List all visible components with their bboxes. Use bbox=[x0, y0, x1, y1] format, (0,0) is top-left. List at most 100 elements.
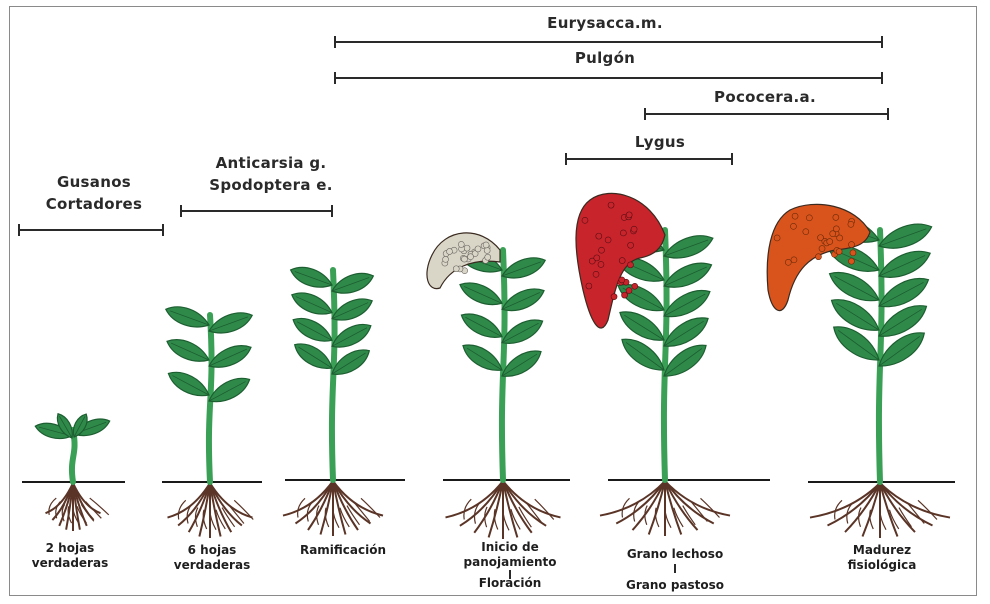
plant-ramificacion bbox=[283, 262, 383, 536]
stage-label-madurez: Madurez fisiológica bbox=[812, 543, 952, 573]
grain bbox=[605, 237, 611, 243]
grain bbox=[626, 212, 632, 218]
grain bbox=[632, 283, 638, 289]
grain bbox=[475, 246, 481, 252]
roots bbox=[600, 481, 730, 536]
grain bbox=[619, 258, 625, 264]
root-branch bbox=[859, 508, 861, 527]
pest-label-gusanos-line2: Cortadores bbox=[24, 193, 164, 215]
grain bbox=[848, 258, 854, 264]
range-bar-anticarsia bbox=[181, 205, 332, 217]
pest-label-lygus: Lygus bbox=[610, 131, 710, 153]
grain bbox=[837, 235, 843, 241]
stage-label-grano-pastoso: Grano pastoso bbox=[600, 578, 750, 593]
roots bbox=[283, 481, 383, 536]
stage-label-madurez-line2: fisiológica bbox=[812, 558, 952, 573]
pest-label-anticarsia: Anticarsia g. Spodoptera e. bbox=[176, 152, 366, 196]
root-strand bbox=[474, 481, 503, 533]
stage-label-2-hojas-line2: verdaderas bbox=[10, 556, 130, 571]
grain bbox=[611, 294, 617, 300]
pest-label-pococera: Pococera.a. bbox=[690, 86, 840, 108]
stage-divider-inicio bbox=[509, 570, 511, 579]
pest-label-eurysacca: Eurysacca.m. bbox=[505, 12, 705, 34]
grain bbox=[453, 266, 459, 272]
stage-label-ramificacion: Ramificación bbox=[278, 543, 408, 558]
grain bbox=[627, 262, 633, 268]
grain bbox=[622, 292, 628, 298]
grain bbox=[484, 247, 490, 253]
grain bbox=[815, 254, 821, 260]
grain bbox=[830, 231, 836, 237]
grain bbox=[792, 213, 798, 219]
grain bbox=[443, 256, 449, 262]
plant-6-hojas bbox=[163, 302, 255, 538]
pest-label-gusanos-line1: Gusanos bbox=[24, 171, 164, 193]
plant-grano bbox=[576, 193, 730, 536]
grain bbox=[833, 214, 839, 220]
grain bbox=[619, 277, 625, 283]
grain bbox=[850, 250, 856, 256]
grain bbox=[819, 246, 825, 252]
grain bbox=[620, 230, 626, 236]
stage-label-2-hojas: 2 hojas verdaderas bbox=[10, 541, 130, 571]
pest-label-gusanos: Gusanos Cortadores bbox=[24, 171, 164, 215]
grain bbox=[774, 235, 780, 241]
grain bbox=[461, 256, 467, 262]
grain bbox=[447, 248, 453, 254]
range-bar-lygus bbox=[566, 153, 732, 165]
grain bbox=[848, 221, 854, 227]
stage-label-6-hojas-line1: 6 hojas bbox=[152, 543, 272, 558]
grain bbox=[818, 235, 824, 241]
grain bbox=[468, 254, 474, 260]
range-bar-pococera bbox=[645, 108, 888, 120]
roots bbox=[810, 483, 950, 538]
range-bar-gusanos bbox=[19, 224, 163, 236]
grain bbox=[836, 249, 842, 255]
roots bbox=[446, 481, 561, 539]
plant-2-hojas bbox=[34, 411, 112, 531]
panicle-white bbox=[427, 233, 500, 289]
grain bbox=[464, 245, 470, 251]
stage-label-6-hojas: 6 hojas verdaderas bbox=[152, 543, 272, 573]
stage-label-inicio-line1: Inicio de bbox=[440, 540, 580, 555]
pest-label-anticarsia-line1: Anticarsia g. bbox=[176, 152, 366, 174]
stage-label-grano-lechoso: Grano lechoso bbox=[600, 547, 750, 562]
grain bbox=[596, 233, 602, 239]
stem bbox=[332, 270, 335, 480]
stage-label-ramificacion-line1: Ramificación bbox=[278, 543, 408, 558]
stage-label-inicio-line2: panojamiento bbox=[440, 555, 580, 570]
root-strand bbox=[189, 483, 210, 532]
grain bbox=[586, 283, 592, 289]
stem bbox=[502, 250, 505, 480]
grain bbox=[483, 242, 489, 248]
plant-madurez bbox=[767, 204, 950, 538]
grain bbox=[626, 288, 632, 294]
grain bbox=[790, 223, 796, 229]
root-branch bbox=[645, 506, 647, 525]
stem bbox=[664, 230, 667, 480]
stem bbox=[879, 230, 882, 482]
grain bbox=[785, 259, 791, 265]
grain bbox=[598, 261, 604, 267]
grain bbox=[628, 242, 634, 248]
grain bbox=[791, 257, 797, 263]
grain bbox=[485, 254, 491, 260]
stage-label-madurez-line1: Madurez bbox=[812, 543, 952, 558]
pest-label-pulgon: Pulgón bbox=[525, 47, 685, 69]
grain bbox=[806, 215, 812, 221]
grain bbox=[608, 202, 614, 208]
roots bbox=[46, 483, 109, 531]
pest-label-spodoptera-line2: Spodoptera e. bbox=[176, 174, 366, 196]
grain bbox=[599, 247, 605, 253]
stage-label-2-hojas-line1: 2 hojas bbox=[10, 541, 130, 556]
root-strand bbox=[308, 481, 333, 530]
stage-label-inicio-panojamiento: Inicio de panojamiento Floración bbox=[440, 540, 580, 591]
grain bbox=[849, 242, 855, 248]
grain bbox=[458, 241, 464, 247]
grain bbox=[593, 271, 599, 277]
range-bar-pulgon bbox=[335, 72, 882, 84]
stage-label-6-hojas-line2: verdaderas bbox=[152, 558, 272, 573]
grain bbox=[631, 226, 637, 232]
